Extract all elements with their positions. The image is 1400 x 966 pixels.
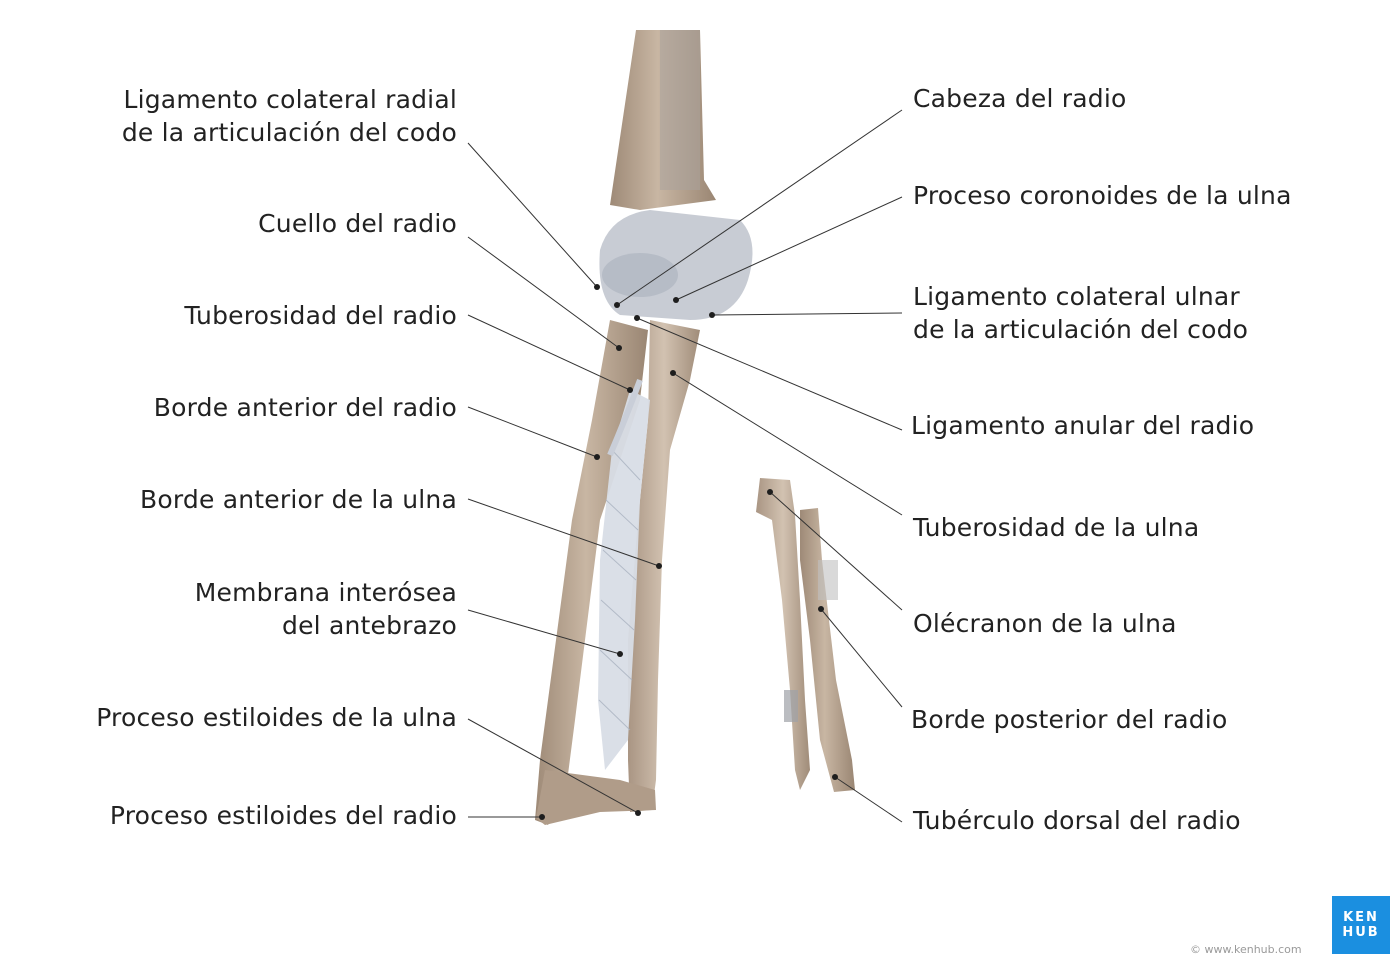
leader-cuello-radio xyxy=(467,236,620,349)
label-borde-ant-radio: Borde anterior del radio xyxy=(154,391,457,424)
label-line: Borde anterior de la ulna xyxy=(140,485,457,514)
label-line: Borde anterior del radio xyxy=(153,393,457,422)
forearm-anterior-illustration xyxy=(535,30,753,825)
label-line: del antebrazo xyxy=(282,611,457,640)
dot-coronoides-ulna xyxy=(673,297,679,303)
label-borde-post-radio: Borde posterior del radio xyxy=(911,703,1227,736)
label-cuello-radio: Cuello del radio xyxy=(258,207,457,240)
dot-borde-ant-ulna xyxy=(656,563,662,569)
leader-estiloides-ulna xyxy=(467,718,639,814)
dot-lig-anular xyxy=(634,315,640,321)
label-borde-ant-ulna: Borde anterior de la ulna xyxy=(140,483,457,516)
label-lig-col-radial: Ligamento colateral radial de la articul… xyxy=(122,83,457,149)
label-tuberosidad-ulna: Tuberosidad de la ulna xyxy=(913,511,1199,544)
distal-radius xyxy=(536,770,656,825)
label-line: Ligamento anular del radio xyxy=(911,411,1255,440)
label-lig-anular: Ligamento anular del radio xyxy=(911,409,1254,442)
leader-borde-ant-radio xyxy=(467,406,598,458)
kenhub-logo: KEN HUB xyxy=(1332,896,1390,954)
label-line: Cuello del radio xyxy=(258,209,457,238)
label-tuberculo-dorsal: Tubérculo dorsal del radio xyxy=(913,804,1241,837)
leader-cabeza-radio xyxy=(616,109,903,306)
label-line: Tuberosidad de la ulna xyxy=(913,513,1200,542)
leader-borde-ant-ulna xyxy=(467,498,660,567)
label-estiloides-radio: Proceso estiloides del radio xyxy=(110,799,457,832)
dot-borde-post-radio xyxy=(818,606,824,612)
leader-lig-col-radial xyxy=(467,142,598,288)
leader-borde-post-radio xyxy=(820,608,903,708)
interosseous-membrane xyxy=(598,390,650,770)
dot-lig-col-radial xyxy=(594,284,600,290)
dot-tuberosidad-ulna xyxy=(670,370,676,376)
tendon xyxy=(607,378,643,457)
label-line: Olécranon de la ulna xyxy=(913,609,1177,638)
radius-small-shading xyxy=(818,560,838,600)
ulna-small-shading xyxy=(784,690,798,722)
dot-cabeza-radio xyxy=(614,302,620,308)
label-tuberosidad-radio: Tuberosidad del radio xyxy=(184,299,457,332)
leader-tuberculo-dorsal xyxy=(834,776,903,823)
radius-small xyxy=(800,508,855,792)
leader-tuberosidad-ulna xyxy=(672,372,903,516)
leader-olecranon xyxy=(769,491,903,611)
logo-text-top: KEN xyxy=(1343,910,1379,925)
label-line: Proceso estiloides del radio xyxy=(109,801,457,830)
leader-membrana xyxy=(467,609,621,655)
label-cabeza-radio: Cabeza del radio xyxy=(913,82,1126,115)
label-coronoides-ulna: Proceso coronoides de la ulna xyxy=(913,179,1292,212)
label-line: Membrana interósea xyxy=(194,578,457,607)
dot-estiloides-ulna xyxy=(635,810,641,816)
leader-dots xyxy=(539,284,838,820)
label-line: de la articulación del codo xyxy=(913,315,1249,344)
label-line: Tuberosidad del radio xyxy=(184,301,457,330)
logo-text-bottom: HUB xyxy=(1342,925,1380,940)
dot-tuberculo-dorsal xyxy=(832,774,838,780)
label-line: de la articulación del codo xyxy=(121,118,457,147)
dot-olecranon xyxy=(767,489,773,495)
label-line: Proceso estiloides de la ulna xyxy=(96,703,457,732)
label-olecranon: Olécranon de la ulna xyxy=(913,607,1177,640)
ulna-bone xyxy=(628,320,700,812)
dot-lig-col-ulnar xyxy=(709,312,715,318)
dot-membrana xyxy=(617,651,623,657)
label-membrana-interosea: Membrana interósea del antebrazo xyxy=(195,576,457,642)
humerus-shading xyxy=(660,30,700,190)
label-line: Cabeza del radio xyxy=(913,84,1127,113)
radial-head xyxy=(602,253,678,297)
dot-cuello-radio xyxy=(616,345,622,351)
leader-coronoides-ulna xyxy=(675,196,903,301)
leader-lig-col-ulnar xyxy=(711,312,903,316)
forearm-posterior-illustration xyxy=(756,478,855,792)
label-line: Ligamento colateral radial xyxy=(123,85,457,114)
label-lig-col-ulnar: Ligamento colateral ulnar de la articula… xyxy=(913,280,1248,346)
dot-estiloides-radio xyxy=(539,814,545,820)
label-estiloides-ulna: Proceso estiloides de la ulna xyxy=(96,701,457,734)
dot-borde-ant-radio xyxy=(594,454,600,460)
label-line: Tubérculo dorsal del radio xyxy=(913,806,1241,835)
dot-tuberosidad-radio xyxy=(627,387,633,393)
membrane-fibers xyxy=(598,449,641,731)
label-line: Proceso coronoides de la ulna xyxy=(913,181,1292,210)
leader-lines xyxy=(467,109,903,823)
leader-lig-anular xyxy=(636,317,903,431)
leader-tuberosidad-radio xyxy=(467,314,631,391)
label-line: Borde posterior del radio xyxy=(911,705,1228,734)
copyright-notice: © www.kenhub.com xyxy=(1190,943,1302,956)
label-line: Ligamento colateral ulnar xyxy=(913,282,1240,311)
